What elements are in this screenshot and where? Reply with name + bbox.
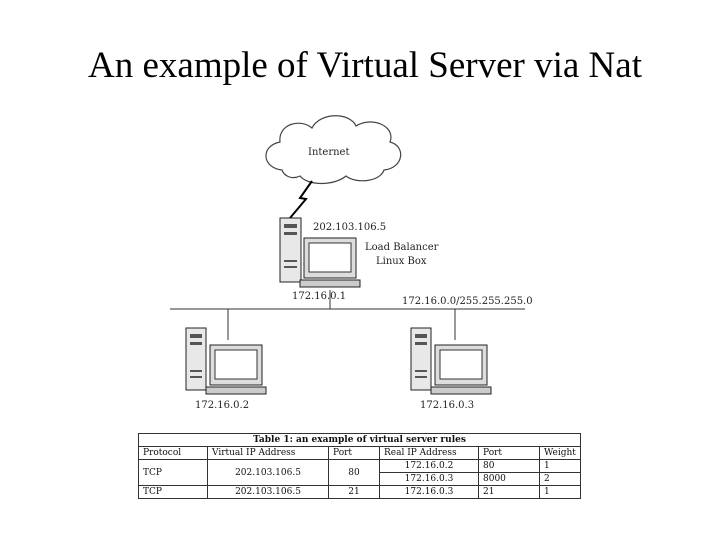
cell-virtual-ip: 202.103.106.5 bbox=[207, 459, 329, 486]
cell-protocol: TCP bbox=[138, 459, 208, 486]
col-header-virtual-ip: Virtual IP Address bbox=[207, 446, 329, 460]
cell-weight: 1 bbox=[539, 459, 581, 473]
cell-weight: 2 bbox=[539, 472, 581, 486]
balancer-internal-ip: 172.16.0.1 bbox=[292, 291, 346, 302]
table-caption-row: Table 1: an example of virtual server ru… bbox=[138, 433, 581, 447]
server1-ip: 172.16.0.2 bbox=[195, 400, 249, 411]
cell-real-port: 80 bbox=[478, 459, 540, 473]
cell-real-ip: 172.16.0.3 bbox=[379, 485, 479, 499]
network-diagram: Internet 202.103.106.5 Load Balancer Lin… bbox=[170, 115, 533, 411]
virtual-server-rules-table: Table 1: an example of virtual server ru… bbox=[138, 433, 581, 499]
cell-virtual-ip: 202.103.106.5 bbox=[207, 485, 329, 499]
cell-real-port: 8000 bbox=[478, 472, 540, 486]
table-row: TCP 202.103.106.5 80 172.16.0.2 80 1 bbox=[138, 459, 581, 486]
slide-title: An example of Virtual Server via Nat bbox=[88, 45, 642, 86]
cell-protocol: TCP bbox=[138, 485, 208, 499]
balancer-name-line1: Load Balancer bbox=[365, 242, 439, 253]
cell-real-ip: 172.16.0.2 bbox=[379, 459, 479, 473]
table-caption: Table 1: an example of virtual server ru… bbox=[138, 433, 581, 447]
table-row: TCP 202.103.106.5 21 172.16.0.3 21 1 bbox=[138, 485, 581, 499]
balancer-name-line2: Linux Box bbox=[376, 256, 427, 267]
col-header-protocol: Protocol bbox=[138, 446, 208, 460]
cloud-label: Internet bbox=[308, 147, 349, 158]
col-header-real-port: Port bbox=[478, 446, 540, 460]
cell-port: 80 bbox=[328, 459, 380, 486]
col-header-port: Port bbox=[328, 446, 380, 460]
balancer-public-ip: 202.103.106.5 bbox=[313, 222, 386, 233]
subnet-label: 172.16.0.0/255.255.255.0 bbox=[402, 296, 533, 307]
cell-real-port: 21 bbox=[478, 485, 540, 499]
real-server-1 bbox=[185, 327, 267, 395]
cell-weight: 1 bbox=[539, 485, 581, 499]
real-server-2 bbox=[410, 327, 492, 395]
table-header-row: Protocol Virtual IP Address Port Real IP… bbox=[138, 446, 581, 460]
cell-port: 21 bbox=[328, 485, 380, 499]
load-balancer-computer bbox=[279, 217, 361, 288]
server2-ip: 172.16.0.3 bbox=[420, 400, 474, 411]
col-header-weight: Weight bbox=[539, 446, 581, 460]
col-header-real-ip: Real IP Address bbox=[379, 446, 479, 460]
cell-real-ip: 172.16.0.3 bbox=[379, 472, 479, 486]
